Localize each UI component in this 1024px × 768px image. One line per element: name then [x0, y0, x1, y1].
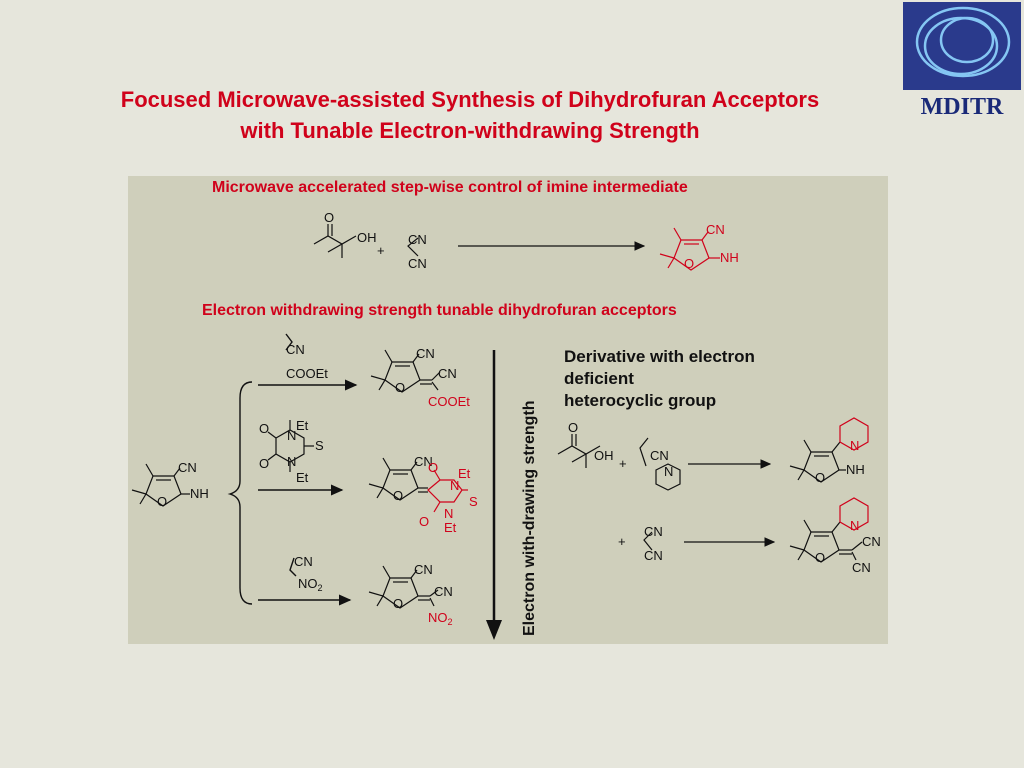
product-1-cn: CN — [438, 366, 457, 381]
section-1-heading: Microwave accelerated step-wise control … — [212, 179, 688, 196]
mditr-logo: MDITR — [903, 2, 1021, 120]
product-2-cn: CN — [414, 454, 433, 469]
pyridine-reactants — [557, 434, 776, 551]
product-2-et-bottom: Et — [444, 520, 457, 535]
slide-title-line-1: Focused Microwave-assisted Synthesis of … — [120, 87, 820, 112]
reaction-1 — [313, 224, 646, 258]
pyridine-imine-product — [789, 439, 846, 483]
imine-cn: CN — [706, 222, 725, 237]
label-cn: CN — [408, 232, 427, 247]
reagent-2-o-top: O — [259, 421, 269, 436]
plus-sign-3: + — [618, 534, 626, 549]
dicyano-n: N — [850, 518, 859, 533]
product-2-n-top: N — [450, 478, 459, 493]
plus-sign-2: + — [619, 456, 627, 471]
product-2-et-top: Et — [458, 466, 471, 481]
product-2 — [368, 457, 428, 501]
reagent-2-et-bottom: Et — [296, 470, 309, 485]
branch-brace — [227, 333, 358, 606]
product-1 — [370, 349, 441, 393]
reagent-3-no: NO2 — [298, 576, 323, 593]
mditr-logo-text: MDITR — [921, 94, 1004, 120]
pyridine-ring-red-1 — [839, 417, 869, 451]
starting-imine — [131, 463, 190, 507]
reagent-cn-top: CN — [644, 524, 663, 539]
reagent-3-no-text: NO — [298, 576, 318, 591]
imine-o: O — [684, 256, 694, 271]
reaction-scheme: O OH + CN CN CN O NH — [131, 210, 881, 640]
slide-title-line-2: with Tunable Electron-withdrawing Streng… — [240, 118, 700, 143]
product-3-subscript: 2 — [448, 617, 453, 627]
reagent-2-et-top: Et — [296, 418, 309, 433]
plus-sign: + — [377, 243, 385, 258]
pyr-reactant-oh: OH — [594, 448, 614, 463]
reagent-cn-bottom: CN — [644, 548, 663, 563]
product-3-no: NO2 — [428, 610, 453, 627]
product-2-o: O — [393, 488, 403, 503]
strength-arrow-label: Electron with-drawing strength — [521, 400, 538, 636]
slide-title: Focused Microwave-assisted Synthesis of … — [40, 84, 900, 146]
reagent-2-s: S — [315, 438, 324, 453]
product-1-cn-top: CN — [416, 346, 435, 361]
pyridine-dicyano-product — [789, 519, 863, 563]
reagent-2-n-bottom: N — [287, 454, 296, 469]
reagent-2-n-top: N — [287, 428, 296, 443]
pyridine-ring-red-2 — [839, 497, 869, 531]
product-1-cooet: COOEt — [428, 394, 470, 409]
label-o: O — [324, 210, 334, 225]
derivative-line-1: Derivative with electron — [564, 347, 755, 366]
pyr-reactant-o: O — [568, 420, 578, 435]
dicyano-cn-top: CN — [862, 534, 881, 549]
product-2-o-bottom: O — [419, 514, 429, 529]
start-o: O — [157, 494, 167, 509]
section-2-heading: Electron withdrawing strength tunable di… — [202, 302, 677, 319]
product-2-o-top: O — [428, 460, 438, 475]
product-3-o: O — [393, 596, 403, 611]
product-2-s: S — [469, 494, 478, 509]
imine-nh: NH — [720, 250, 739, 265]
product-3 — [368, 565, 439, 609]
product-3-no-text: NO — [428, 610, 448, 625]
reagent-3-subscript: 2 — [318, 583, 323, 593]
derivative-line-2: deficient — [564, 369, 634, 388]
pyr-product-nh: NH — [846, 462, 865, 477]
imine-product-red — [659, 227, 720, 271]
product-2-n-bottom: N — [444, 506, 453, 521]
label-oh: OH — [357, 230, 377, 245]
derivative-description: Derivative with electron deficient heter… — [564, 346, 755, 412]
pyr-reactant-n: N — [664, 464, 673, 479]
reagent-1-cn: CN — [286, 342, 305, 357]
scheme-panel: Microwave accelerated step-wise control … — [128, 176, 888, 644]
reagent-3-cn: CN — [294, 554, 313, 569]
dicyano-o: O — [815, 550, 825, 565]
strength-arrow — [486, 350, 502, 640]
pyr-reactant-cn: CN — [650, 448, 669, 463]
product-2-barbiturate-red — [427, 469, 468, 513]
start-nh: NH — [190, 486, 209, 501]
product-3-cn: CN — [434, 584, 453, 599]
label-cn: CN — [408, 256, 427, 271]
reagent-2-o-bottom: O — [259, 456, 269, 471]
derivative-line-3: heterocyclic group — [564, 391, 717, 410]
pyr-product-n: N — [850, 438, 859, 453]
start-cn: CN — [178, 460, 197, 475]
reagent-1-cooet: COOEt — [286, 366, 328, 381]
reagent-2-thiobarbiturate — [267, 420, 314, 472]
product-3-cn-top: CN — [414, 562, 433, 577]
pyr-product-o: O — [815, 470, 825, 485]
dicyano-cn-bottom: CN — [852, 560, 871, 575]
product-1-o: O — [395, 380, 405, 395]
